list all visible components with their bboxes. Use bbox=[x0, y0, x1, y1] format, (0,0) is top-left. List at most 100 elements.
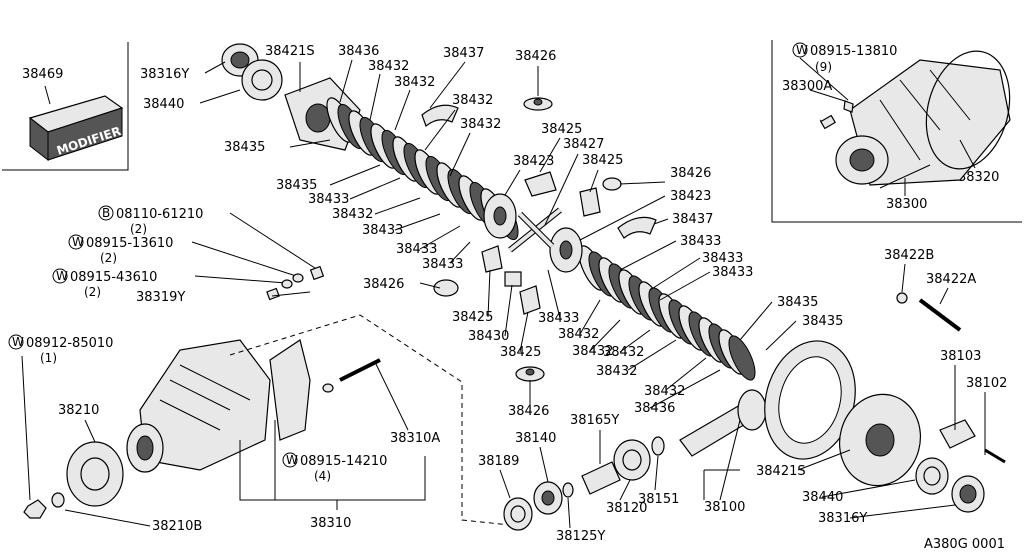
leader-line bbox=[739, 301, 773, 341]
part-number-label: 38319Y bbox=[136, 290, 185, 305]
leader-line bbox=[539, 446, 549, 483]
part-number-label: 38102 bbox=[966, 376, 1007, 391]
leader-line bbox=[204, 61, 226, 74]
left-inset-frame bbox=[2, 42, 129, 171]
leader-line bbox=[199, 89, 241, 104]
leader-line bbox=[419, 225, 461, 250]
leader-line bbox=[653, 218, 669, 225]
washer-38422B bbox=[896, 292, 908, 304]
leader-line bbox=[487, 269, 491, 318]
bolt-38422A bbox=[918, 298, 962, 332]
leader-line bbox=[339, 59, 353, 103]
part-number-label: 38189 bbox=[478, 454, 519, 469]
fastener-prefix: W bbox=[12, 335, 24, 349]
side-gear-38423-b bbox=[549, 227, 583, 273]
inset-bolt-callout: W 08915-13810 (9) bbox=[792, 42, 897, 74]
leader-line bbox=[567, 497, 571, 529]
inset-bolt-qty: (9) bbox=[815, 60, 832, 74]
leader-line bbox=[619, 329, 651, 353]
washer-38210B bbox=[51, 492, 65, 508]
diff-case-38421S bbox=[838, 393, 922, 487]
shim-38437-top bbox=[421, 104, 459, 128]
washer-38426-bottom-hole bbox=[525, 368, 535, 376]
inset-leader bbox=[44, 85, 51, 105]
part-number-label: 38425 bbox=[452, 310, 493, 325]
leader-line bbox=[329, 164, 381, 186]
pinion-gear-38425-d bbox=[519, 285, 541, 315]
leader-line bbox=[665, 357, 707, 391]
part-number-label: 38425 bbox=[582, 153, 623, 168]
part-number-label: 38103 bbox=[940, 349, 981, 364]
bearing-38120 bbox=[613, 439, 651, 481]
leader-line bbox=[84, 419, 96, 443]
part-number-label: 38440 bbox=[143, 97, 184, 112]
leader-line bbox=[64, 509, 151, 527]
part-number-label: 38432 bbox=[603, 345, 644, 360]
shim-38125Y bbox=[562, 482, 574, 498]
fastener-prefix-circle bbox=[52, 268, 68, 284]
bearing-38440-top bbox=[241, 59, 283, 101]
part-number-label: 38433 bbox=[538, 311, 579, 326]
leader-line bbox=[659, 271, 711, 301]
part-number-label: 38433 bbox=[308, 192, 349, 207]
part-number-label: 38435 bbox=[802, 314, 843, 329]
fastener-number: 08912-85010 bbox=[26, 336, 113, 351]
bolt-38310A bbox=[339, 358, 381, 382]
part-number-label: 38432 bbox=[394, 75, 435, 90]
part-number-label: 38426 bbox=[363, 277, 404, 292]
ring-gear bbox=[764, 340, 856, 460]
dashed-assembly-outline bbox=[229, 314, 511, 526]
leader-line bbox=[547, 269, 561, 319]
part-number-label: 38433 bbox=[422, 257, 463, 272]
leader-38320 bbox=[959, 139, 976, 169]
washer-38426-top-hole bbox=[533, 98, 543, 106]
part-number-label: 38433 bbox=[712, 265, 753, 280]
leader-line bbox=[374, 361, 409, 431]
part-number-label: 38425 bbox=[500, 345, 541, 360]
lock-plate-38103 bbox=[939, 419, 976, 449]
part-number-label: 38437 bbox=[672, 212, 713, 227]
spacer-38165Y bbox=[581, 461, 621, 495]
leader-line bbox=[349, 177, 401, 200]
leader-line bbox=[849, 504, 956, 519]
part-number-label: 38432 bbox=[332, 207, 373, 222]
washer-38426-left bbox=[433, 279, 459, 297]
leader-line bbox=[654, 455, 659, 491]
nut-08912-85010 bbox=[23, 499, 47, 519]
part-number-label: 38432 bbox=[644, 384, 685, 399]
leader-line bbox=[619, 479, 631, 501]
part-number-label: 38210B bbox=[152, 519, 202, 534]
leader-line bbox=[424, 109, 456, 151]
bearing-38316Y-bottom bbox=[951, 475, 985, 513]
leader-line bbox=[619, 181, 666, 185]
part-number-label: 38427 bbox=[563, 137, 604, 152]
part-number-label: 38100 bbox=[704, 500, 745, 515]
leader-line bbox=[394, 89, 411, 131]
part-number-label: 38422A bbox=[926, 272, 976, 287]
part-number-label: 38310 bbox=[310, 516, 351, 531]
part-number-label: 38316Y bbox=[140, 67, 189, 82]
fastener-leader bbox=[229, 212, 319, 271]
fastener-prefix-circle bbox=[282, 452, 298, 468]
leader-line bbox=[939, 287, 949, 305]
right-inset-frame bbox=[771, 40, 1022, 223]
part-number-label: 38165Y bbox=[570, 413, 619, 428]
part-number-label: 38310A bbox=[390, 431, 440, 446]
leader-line bbox=[901, 263, 906, 293]
part-number-label: 38421S bbox=[265, 44, 315, 59]
fastener-qty: (2) bbox=[130, 222, 147, 236]
leader-line bbox=[765, 320, 797, 351]
leader-line bbox=[504, 284, 513, 337]
label-38320: 38320 bbox=[958, 170, 999, 185]
part-number-label: 38120 bbox=[606, 501, 647, 516]
bearing-38140 bbox=[533, 481, 563, 515]
leader-line bbox=[429, 61, 466, 109]
leader-line bbox=[289, 139, 331, 148]
leader-line bbox=[579, 195, 666, 241]
bearing-38440-bottom bbox=[915, 457, 949, 495]
part-number-label: 38432 bbox=[452, 93, 493, 108]
part-number-label: 38433 bbox=[396, 242, 437, 257]
leader-line bbox=[499, 469, 511, 499]
bearing-38189 bbox=[503, 497, 533, 531]
